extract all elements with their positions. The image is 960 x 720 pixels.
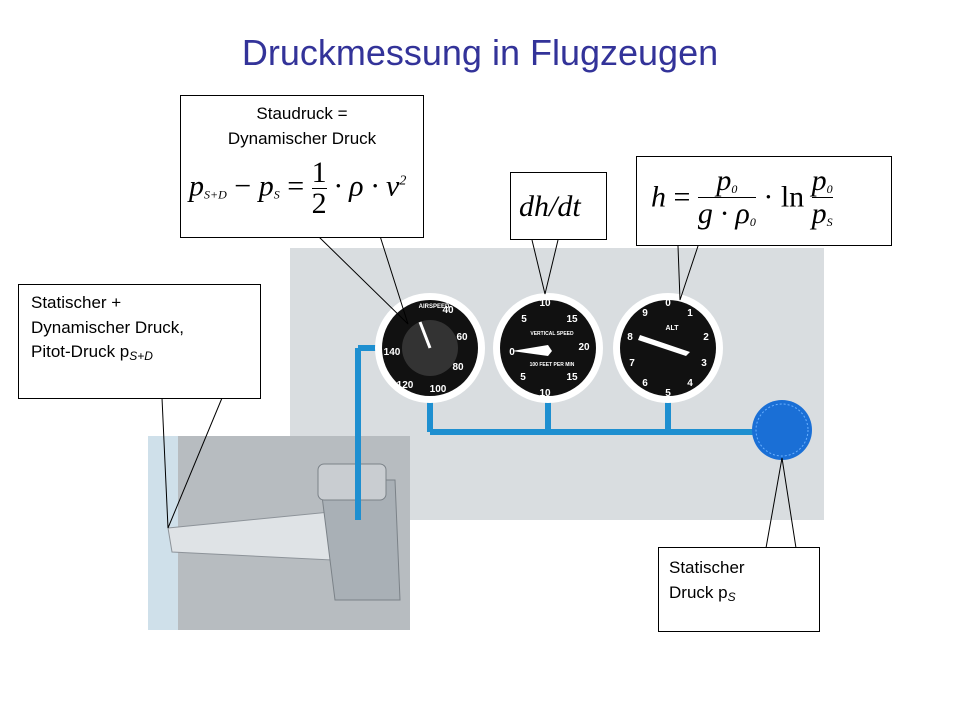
callout-pointers [161, 235, 797, 549]
callout-static: Statischer Druck pS [658, 547, 820, 632]
vsi-sublabel: 100 FEET PER MIN [530, 362, 575, 368]
pressure-tubing [355, 345, 780, 520]
altimeter [613, 293, 723, 403]
alt-tick: 8 [627, 332, 633, 343]
vsi-tick: 20 [578, 342, 590, 353]
callout-static-line2: Druck pS [669, 582, 736, 604]
airspeed-indicator [375, 293, 485, 403]
callout-height-formula: h = p0 g · ρ0 · ln p0 pS [636, 156, 892, 246]
alt-label: ALT [665, 325, 679, 332]
alt-tick: 7 [629, 358, 635, 369]
callout-static-line1: Statischer [669, 558, 745, 577]
airspeed-tick: 120 [397, 380, 414, 391]
bernoulli-formula: pS+D − pS = 1 2 · ρ · v2 [189, 156, 407, 220]
callout-staudruck-line1: Staudruck = [256, 104, 348, 123]
dhdt-formula: dh/dt [519, 190, 581, 223]
vsi-tick: 5 [520, 372, 526, 383]
alt-tick: 5 [665, 388, 671, 399]
callout-pitot-line2: Dynamischer Druck, [31, 317, 185, 337]
alt-tick: 2 [703, 332, 709, 343]
airspeed-tick: 40 [442, 305, 454, 316]
pitot-mount [317, 463, 387, 501]
callout-staudruck-line2: Dynamischer Druck [227, 128, 377, 148]
alt-tick: 4 [687, 378, 693, 389]
vsi-tick: 10 [539, 388, 551, 399]
callout-pitot-line3: Pitot-Druck pS+D [31, 342, 153, 364]
vsi-tick: 10 [539, 298, 551, 309]
airspeed-tick: 60 [456, 332, 468, 343]
alt-tick: 1 [687, 308, 693, 319]
callout-staudruck: Staudruck = Dynamischer Druck pS+D − pS … [180, 95, 424, 238]
vsi-tick: 15 [566, 314, 578, 325]
alt-tick: 6 [642, 378, 648, 389]
alt-tick: 9 [642, 308, 648, 319]
airspeed-tick: 100 [430, 384, 447, 395]
callout-dhdt: dh/dt [510, 172, 607, 240]
callout-pitot-line1: Statischer + [31, 293, 122, 312]
vertical-speed-indicator [493, 293, 603, 403]
alt-tick: 0 [665, 298, 671, 309]
page-title: Druckmessung in Flugzeugen [241, 32, 719, 73]
vsi-tick: 5 [521, 314, 527, 325]
vsi-tick: 15 [566, 372, 578, 383]
static-port [752, 400, 812, 460]
callout-pitot: Statischer + Dynamischer Druck, Pitot-Dr… [18, 284, 261, 399]
vsi-label: VERTICAL SPEED [530, 331, 574, 337]
airspeed-label: AIRSPEED [419, 304, 450, 310]
alt-tick: 3 [701, 358, 707, 369]
airspeed-tick: 80 [452, 362, 464, 373]
vsi-tick: 0 [509, 347, 515, 358]
barometric-height-formula: h = p0 g · ρ0 · ln p0 pS [651, 164, 833, 230]
airspeed-tick: 140 [384, 347, 401, 358]
